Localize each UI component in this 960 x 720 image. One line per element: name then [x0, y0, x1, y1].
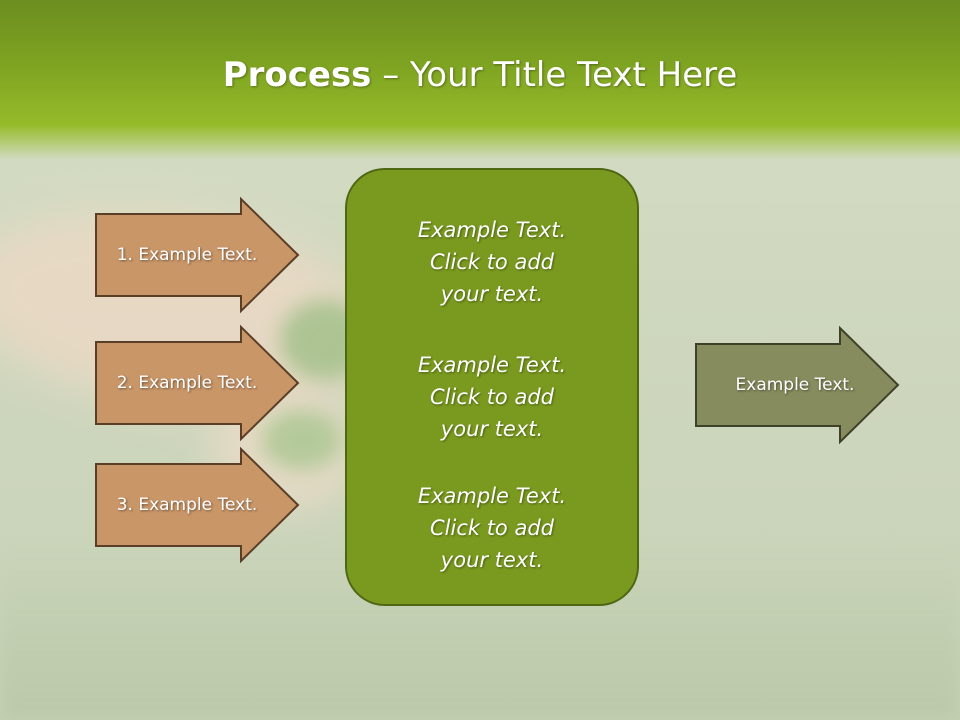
left-arrow-3[interactable]: 3. Example Text.: [95, 446, 300, 564]
center-block-2-line-3: your text.: [440, 417, 544, 441]
left-arrow-1-label: 1. Example Text.: [116, 245, 258, 265]
center-block-1: Example Text. Click to add your text.: [347, 214, 637, 310]
left-arrow-1[interactable]: 1. Example Text.: [95, 196, 300, 314]
left-arrow-2[interactable]: 2. Example Text.: [95, 324, 300, 442]
clover-leaf-blur-lower: [262, 410, 342, 470]
center-block-3-line-3: your text.: [440, 548, 544, 572]
center-block-2: Example Text. Click to add your text.: [347, 349, 637, 445]
slide-title[interactable]: Process – Your Title Text Here: [0, 52, 960, 98]
title-bar: [0, 0, 960, 160]
center-block-3-line-1: Example Text.: [417, 484, 567, 508]
center-block-2-line-1: Example Text.: [417, 353, 567, 377]
center-block-2-line-2: Click to add: [429, 385, 554, 409]
center-block-1-line-3: your text.: [440, 282, 544, 306]
right-arrow-label: Example Text.: [735, 375, 855, 395]
left-arrow-3-label: 3. Example Text.: [116, 495, 258, 515]
center-block-1-line-1: Example Text.: [417, 218, 567, 242]
left-arrow-2-label: 2. Example Text.: [116, 373, 258, 393]
center-block-3: Example Text. Click to add your text.: [347, 480, 637, 576]
center-block-1-line-2: Click to add: [429, 250, 554, 274]
center-text-box[interactable]: Example Text. Click to add your text. Ex…: [345, 168, 639, 606]
title-bold: Process: [222, 55, 372, 95]
center-block-3-line-2: Click to add: [429, 516, 554, 540]
right-arrow[interactable]: Example Text.: [695, 325, 900, 445]
title-rest: – Your Title Text Here: [371, 55, 738, 95]
